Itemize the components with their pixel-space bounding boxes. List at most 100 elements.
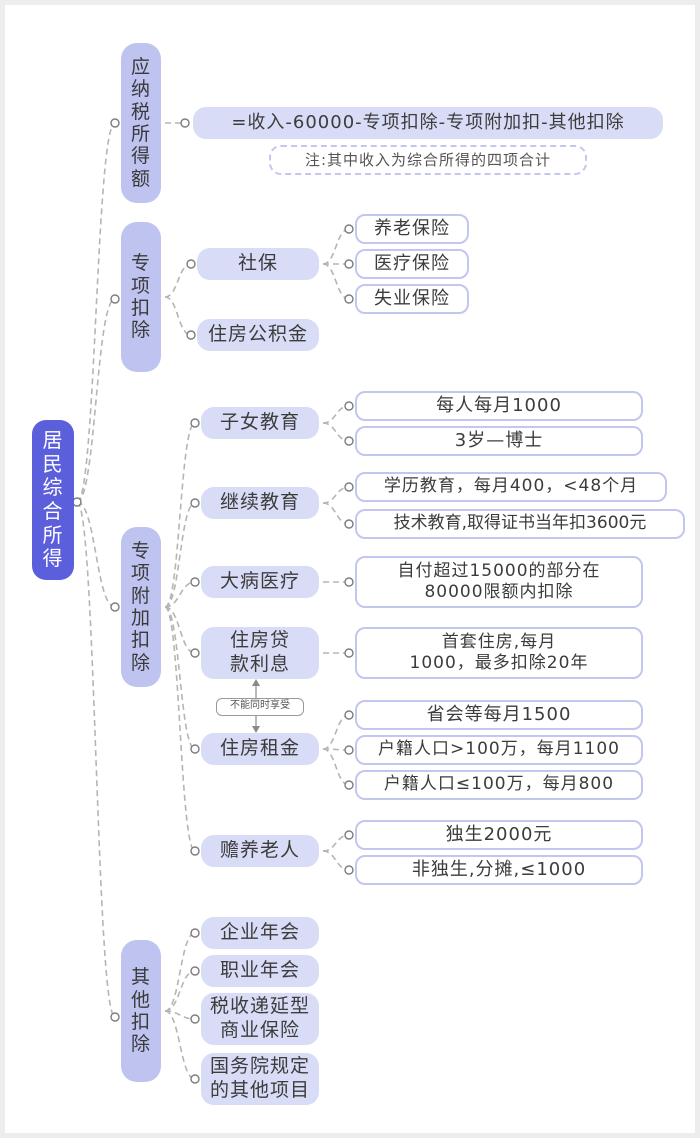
connector-line xyxy=(164,263,192,298)
connector-dot xyxy=(110,118,120,128)
vertical-char: 专 xyxy=(130,252,151,275)
connector-dot xyxy=(190,577,200,587)
connector-line xyxy=(322,422,350,442)
children-education-label: 子女教育 xyxy=(219,411,300,434)
connector-dot xyxy=(344,830,354,840)
state-items-line2: 的其他项目 xyxy=(209,1079,310,1101)
taxable-note: 注:其中收入为综合所得的四项合计 xyxy=(269,145,587,175)
connector-line xyxy=(164,606,196,852)
continuing-technical-label: 技术教育,取得证书当年扣3600元 xyxy=(393,513,647,534)
connector-dot xyxy=(190,498,200,508)
vertical-char: 扣 xyxy=(130,1011,151,1033)
support-elderly-node: 赡养老人 xyxy=(201,835,319,867)
support-elderly-label: 赡养老人 xyxy=(219,839,300,862)
connector-line xyxy=(164,581,196,608)
connector-dot xyxy=(190,418,200,428)
connector-dot xyxy=(190,966,200,976)
mind-map: 居民综合所得 应纳税所得额 =收入-60000-专项扣除-专项附加扣-其他扣除 … xyxy=(5,5,695,1133)
vertical-char: 得 xyxy=(42,546,64,571)
connector-dot xyxy=(344,401,354,411)
unemployment-insurance-node: 失业保险 xyxy=(355,284,469,314)
connector-line xyxy=(322,748,350,786)
vertical-char: 所 xyxy=(130,123,151,145)
connector-dot xyxy=(344,482,354,492)
category-other-deduction: 其他扣除 xyxy=(121,940,161,1082)
connector-dot xyxy=(190,648,200,658)
elderly-non-only-child-node: 非独生,分摊,≤1000 xyxy=(355,855,643,885)
connector-line xyxy=(164,970,196,1012)
taxable-formula: =收入-60000-专项扣除-专项附加扣-其他扣除 xyxy=(193,107,663,139)
children-amount-node: 每人每月1000 xyxy=(355,391,643,421)
vertical-char: 除 xyxy=(130,651,151,674)
continuing-education-node: 继续教育 xyxy=(201,487,319,519)
rent-under-million-node: 户籍人口≤100万，每月800 xyxy=(355,770,643,800)
connector-dot xyxy=(72,497,82,507)
connector-dot xyxy=(344,519,354,529)
continuing-technical-node: 技术教育,取得证书当年扣3600元 xyxy=(355,509,685,539)
root-connector xyxy=(76,501,116,608)
vertical-char: 应 xyxy=(130,55,151,78)
children-range-node: 3岁—博士 xyxy=(355,426,643,456)
category-taxable-income: 应纳税所得额 xyxy=(121,43,161,203)
vertical-char: 加 xyxy=(130,607,151,629)
housing-rent-label: 住房租金 xyxy=(219,737,300,760)
children-amount-label: 每人每月1000 xyxy=(436,394,562,416)
connector-dot xyxy=(344,294,354,304)
connector-dot xyxy=(186,259,196,269)
connector-dot xyxy=(110,294,120,304)
children-range-label: 3岁—博士 xyxy=(454,429,544,451)
vertical-char: 居 xyxy=(42,428,64,453)
vertical-char: 附 xyxy=(130,584,151,607)
connector-line xyxy=(164,606,196,654)
category-additional-deduction: 专项附加扣除 xyxy=(121,527,161,687)
exclusive-note: 不能同时享受 xyxy=(216,698,304,716)
rent-over-million-node: 户籍人口>100万，每月1100 xyxy=(355,735,643,765)
connector-line xyxy=(164,932,196,1012)
vertical-char: 纳 xyxy=(130,78,151,101)
elderly-non-only-child-label: 非独生,分摊,≤1000 xyxy=(411,858,587,880)
housing-loan-detail-node: 首套住房,每月 1000，最多扣除20年 xyxy=(355,627,643,679)
illness-detail-line2: 80000限额内扣除 xyxy=(424,582,574,602)
occupational-annuity-node: 职业年会 xyxy=(201,955,319,987)
social-security-node: 社保 xyxy=(197,248,319,280)
serious-illness-label: 大病医疗 xyxy=(219,570,300,593)
vertical-char: 所 xyxy=(42,522,64,547)
medical-label: 医疗保险 xyxy=(374,252,450,274)
connector-line xyxy=(164,606,196,750)
serious-illness-node: 大病医疗 xyxy=(201,566,319,598)
connector-line xyxy=(322,263,350,300)
loan-detail-line1: 首套住房,每月 xyxy=(441,631,557,652)
vertical-char: 合 xyxy=(42,499,64,523)
housing-fund-label: 住房公积金 xyxy=(207,323,308,346)
connector-dot xyxy=(344,224,354,234)
vertical-char: 除 xyxy=(130,1033,151,1056)
vertical-char: 额 xyxy=(130,167,151,190)
continuing-academic-label: 学历教育，每月400，<48个月 xyxy=(383,476,639,497)
connector-dot xyxy=(344,780,354,790)
vertical-char: 项 xyxy=(130,562,151,585)
taxable-note-text: 注:其中收入为综合所得的四项合计 xyxy=(304,150,552,169)
children-education-node: 子女教育 xyxy=(201,407,319,439)
connector-dot xyxy=(344,436,354,446)
connector-dot xyxy=(110,602,120,612)
vertical-char: 综 xyxy=(42,475,64,500)
serious-illness-detail-node: 自付超过15000的部分在 80000限额内扣除 xyxy=(355,556,643,608)
pension-insurance-node: 养老保险 xyxy=(355,214,469,244)
connector-dot xyxy=(344,710,354,720)
continuing-education-label: 继续教育 xyxy=(219,491,300,514)
connector-dot xyxy=(180,118,190,128)
vertical-char: 扣 xyxy=(130,297,151,319)
insurance-line1: 税收递延型 xyxy=(209,995,310,1018)
vertical-char: 得 xyxy=(130,145,151,168)
medical-insurance-node: 医疗保险 xyxy=(355,249,469,279)
connector-dot xyxy=(190,846,200,856)
connector-line xyxy=(322,850,350,871)
elderly-only-child-label: 独生2000元 xyxy=(445,823,553,845)
loan-detail-line2: 1000，最多扣除20年 xyxy=(409,653,589,673)
connector-dot xyxy=(344,648,354,658)
connector-line xyxy=(322,502,350,525)
connector-dot xyxy=(110,1012,120,1022)
occupational-annuity-label: 职业年会 xyxy=(219,959,300,982)
connector-dot xyxy=(344,577,354,587)
connector-dot xyxy=(186,330,196,340)
